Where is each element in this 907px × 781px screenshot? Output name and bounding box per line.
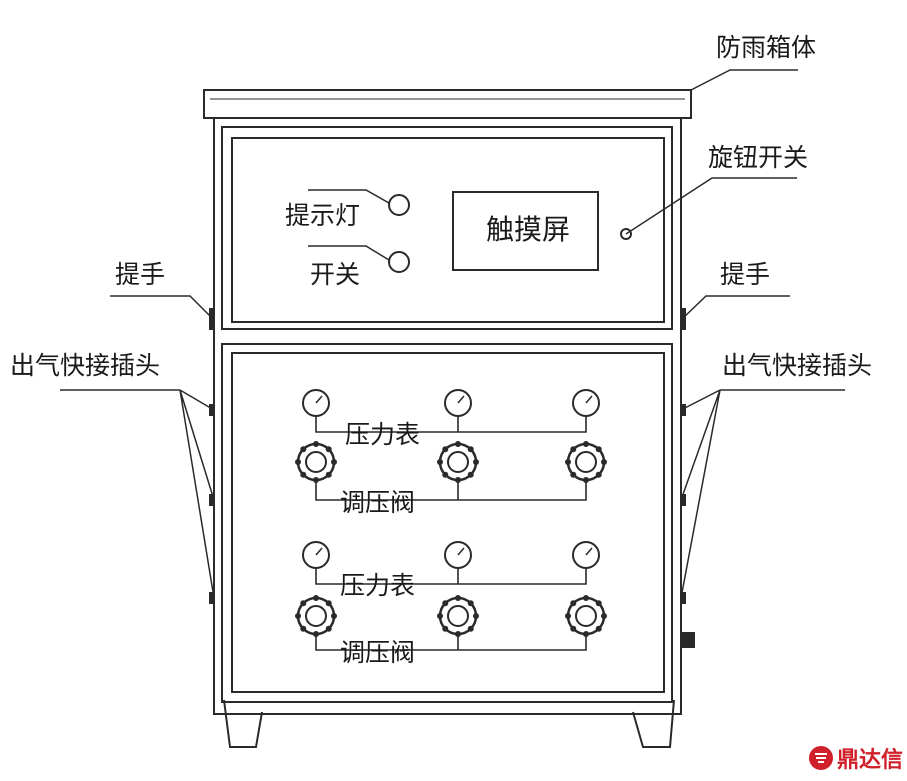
brand-logo-icon xyxy=(809,746,833,770)
pressure-regulator-icon xyxy=(565,441,607,483)
pressure-regulator-icon xyxy=(565,595,607,637)
control-panel-outer xyxy=(221,126,673,330)
label-connector-right: 出气快接插头 xyxy=(722,351,873,380)
label-handle-right: 提手 xyxy=(720,260,771,289)
left-connector-3 xyxy=(209,592,215,604)
pressure-regulator-icon xyxy=(295,441,337,483)
valve-panel-inner xyxy=(231,352,665,693)
label-regulator-bottom: 调压阀 xyxy=(340,638,416,667)
left-leg xyxy=(223,699,263,748)
rain-box-lid xyxy=(203,89,692,119)
pressure-regulator-icon xyxy=(437,441,479,483)
indicator-light xyxy=(388,194,410,216)
right-connector-2 xyxy=(680,494,686,506)
valve-panel-outer xyxy=(221,343,673,703)
right-leg xyxy=(632,699,675,748)
left-connector-1 xyxy=(209,404,215,416)
label-knob-switch: 旋钮开关 xyxy=(708,143,809,172)
label-pressure-gauge-top: 压力表 xyxy=(345,420,421,449)
right-connector-3 xyxy=(680,592,686,604)
label-indicator-light: 提示灯 xyxy=(285,201,361,230)
control-panel-inner xyxy=(231,137,665,323)
label-handle-left: 提手 xyxy=(115,260,166,289)
label-rain-box: 防雨箱体 xyxy=(716,33,817,62)
label-pressure-gauge-bottom: 压力表 xyxy=(340,571,416,600)
label-touch-screen: 触摸屏 xyxy=(486,213,571,246)
power-socket xyxy=(681,632,695,648)
right-connector-1 xyxy=(680,404,686,416)
label-switch: 开关 xyxy=(310,260,361,289)
touch-screen xyxy=(452,191,599,271)
pressure-regulator-icon xyxy=(437,595,479,637)
label-connector-left: 出气快接插头 xyxy=(10,351,161,380)
watermark-text: 鼎达信 xyxy=(837,748,904,773)
switch-knob xyxy=(388,251,410,273)
pressure-regulator-icon xyxy=(295,595,337,637)
left-handle xyxy=(209,308,215,330)
left-connector-2 xyxy=(209,494,215,506)
watermark-logo: 鼎达信 xyxy=(808,742,903,774)
label-regulator-top: 调压阀 xyxy=(340,488,416,517)
right-handle xyxy=(680,308,686,330)
rotary-knob-switch xyxy=(620,228,632,240)
regulator-group xyxy=(295,441,607,637)
